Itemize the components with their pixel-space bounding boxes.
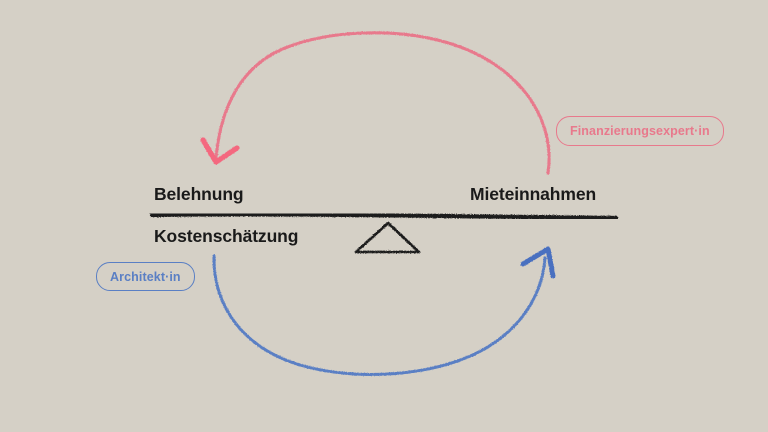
bottom-arc-arrow [212, 246, 556, 376]
role-label-finanzierungsexpertin[interactable]: Finanzierungsexpert·in [556, 116, 724, 146]
beam-label-mieteinnahmen: Mieteinnahmen [470, 184, 597, 204]
beam-label-belehnung: Belehnung [154, 184, 244, 204]
role-label-text: Architekt·in [110, 269, 181, 284]
fulcrum-triangle [354, 221, 421, 254]
balance-beam [149, 212, 619, 221]
role-label-architektin[interactable]: Architekt·in [96, 262, 195, 291]
top-arc-arrow [200, 31, 551, 175]
beam-label-kostenschaetzung: Kostenschätzung [154, 226, 299, 246]
role-label-text: Finanzierungsexpert·in [570, 124, 710, 138]
